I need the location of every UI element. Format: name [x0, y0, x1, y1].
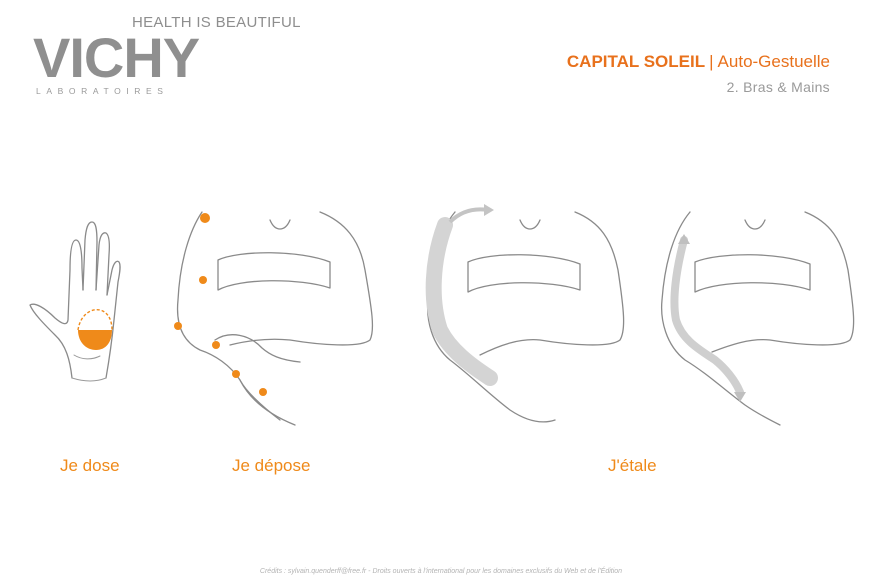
arrow-down-icon: [734, 392, 746, 402]
circular-motion-path: [425, 217, 498, 386]
credits: Crédits : sylvain.quenderff@free.fr - Dr…: [259, 568, 623, 575]
page-subtitle: 2. Bras & Mains: [726, 79, 830, 95]
brand-tagline: HEALTH IS BEAUTIFUL: [132, 14, 301, 31]
body-depose-illustration: [174, 211, 374, 426]
title-brand: CAPITAL SOLEIL: [566, 52, 706, 71]
title-rest: Auto-Gestuelle: [717, 52, 830, 71]
body-stroke-illustration: [660, 211, 855, 426]
step-label-dose: Je dose: [60, 456, 120, 475]
step-label-depose: Je dépose: [232, 456, 311, 475]
body-circular-illustration: [425, 204, 625, 423]
arrow-icon: [484, 204, 494, 216]
drop-hand-icon: [259, 388, 267, 396]
drop-shoulder-icon: [200, 213, 210, 223]
drop-wrist-icon: [232, 370, 240, 378]
title-separator: |: [709, 52, 714, 71]
stroke-motion-path: [670, 236, 744, 396]
arrow-up-icon: [678, 234, 690, 244]
brand-logo-subtitle: LABORATOIRES: [36, 86, 169, 96]
dose-drop-icon: [78, 330, 112, 350]
brand-logo: VICHY: [33, 26, 200, 89]
drop-arm-icon: [199, 276, 207, 284]
step-label-etale: J'étale: [608, 456, 657, 475]
page-title: CAPITAL SOLEIL|Auto-Gestuelle: [567, 52, 830, 72]
hand-dose-illustration: [29, 221, 121, 382]
drop-forearm-icon: [212, 341, 220, 349]
drop-elbow-icon: [174, 322, 182, 330]
